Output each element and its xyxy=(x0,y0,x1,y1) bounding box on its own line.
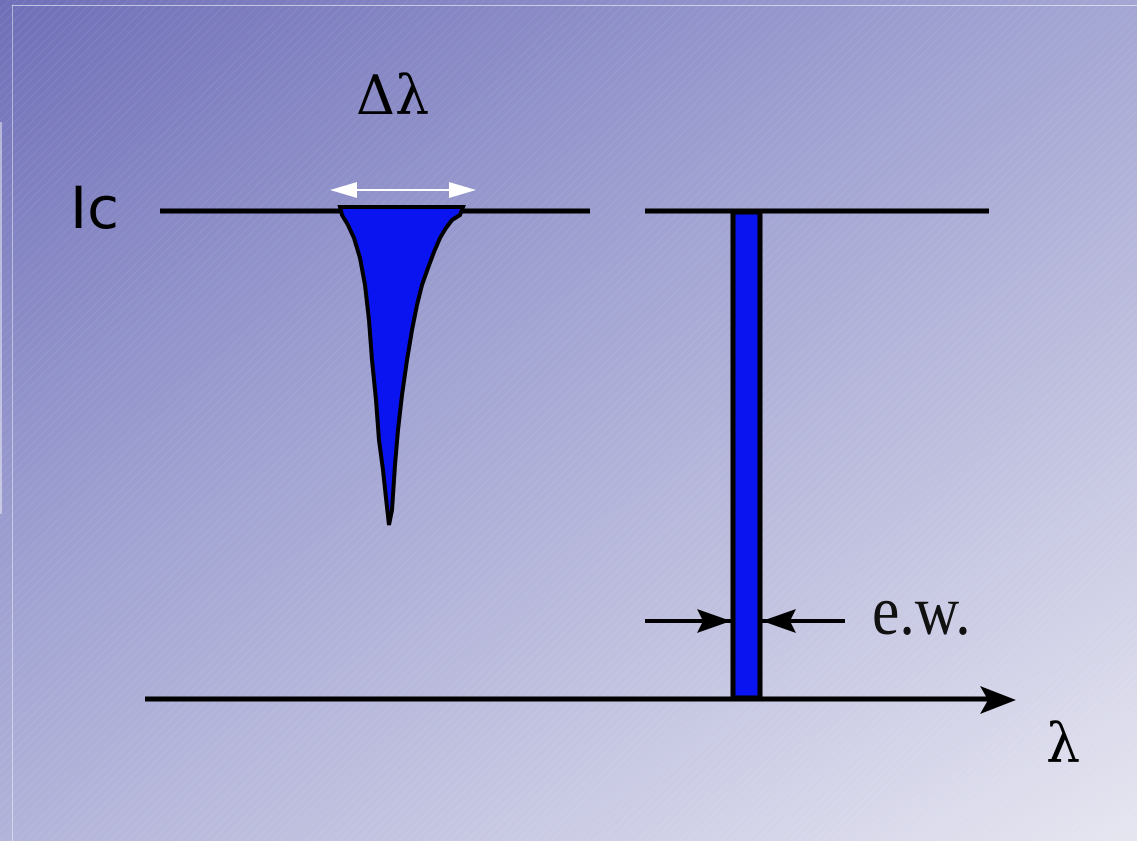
wavelength-axis-label: λ xyxy=(1046,712,1081,775)
side-edge-marker xyxy=(0,122,2,514)
ew-arrowhead-left xyxy=(697,609,731,633)
absorption-line-profile xyxy=(337,205,466,526)
equivalent-width-bar xyxy=(730,209,763,701)
wavelength-axis-arrowhead xyxy=(980,686,1016,714)
slide-frame-left xyxy=(12,5,13,841)
slide-frame-top xyxy=(12,5,1137,6)
line-width-arrowhead-right xyxy=(449,182,476,198)
equivalent-width-label: e.w. xyxy=(872,573,971,650)
line-width-arrowhead-left xyxy=(330,182,357,198)
ew-arrowhead-right xyxy=(762,609,796,633)
continuum-label: Ic xyxy=(70,174,119,242)
line-width-label: Δλ xyxy=(356,64,430,127)
